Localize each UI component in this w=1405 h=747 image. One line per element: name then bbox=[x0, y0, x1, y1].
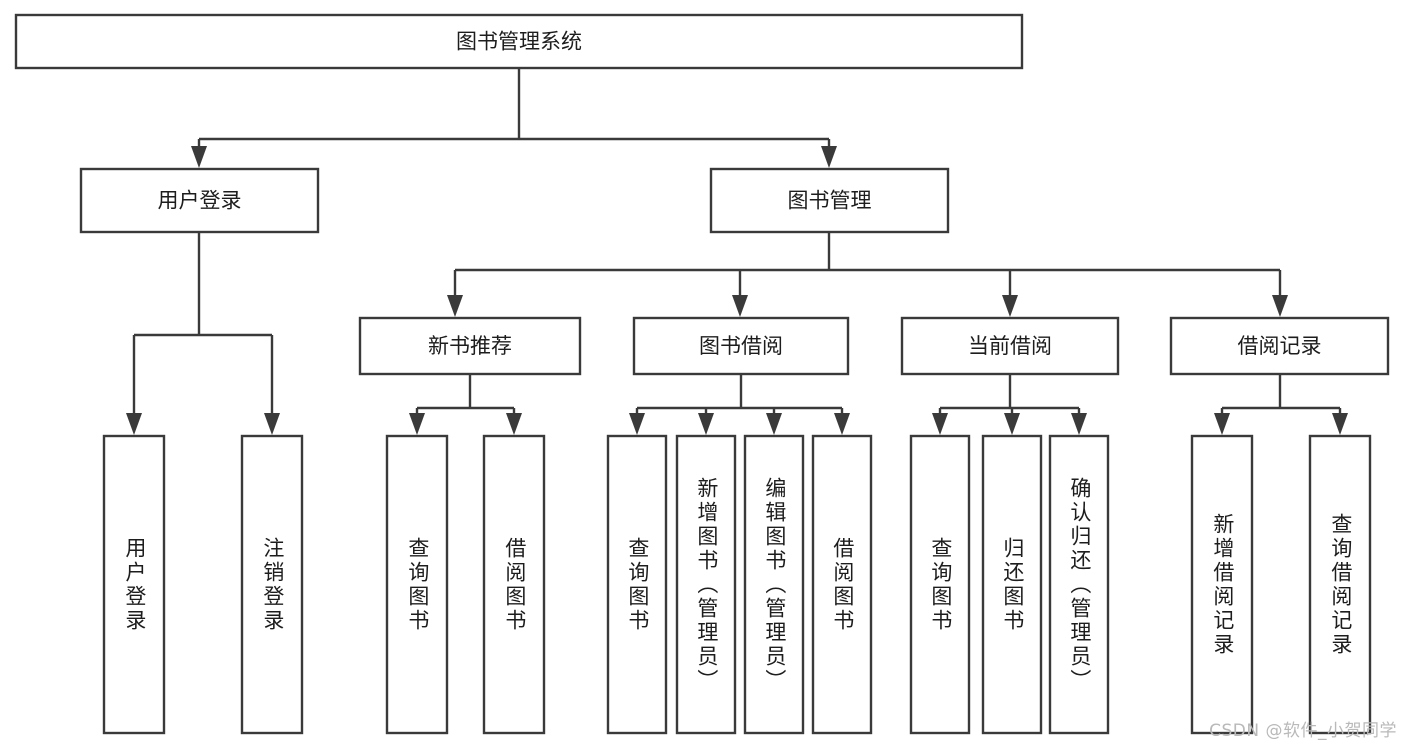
group-3-drop-0-arrow bbox=[1214, 413, 1230, 435]
group-3-drop-1-arrow bbox=[1332, 413, 1348, 435]
node-level2-0[interactable] bbox=[79, 167, 320, 234]
node-leaf-6[interactable] bbox=[743, 434, 805, 735]
group-0-drop-0-arrow bbox=[409, 413, 425, 435]
manage-drop-0-arrow bbox=[447, 295, 463, 317]
node-level3-1[interactable] bbox=[632, 316, 850, 376]
login-drop-0-arrow bbox=[126, 413, 142, 435]
root-drop-0-arrow bbox=[191, 146, 207, 168]
node-leaf-4[interactable] bbox=[606, 434, 668, 735]
node-leaf-9[interactable] bbox=[981, 434, 1043, 735]
login-drop-1-arrow bbox=[264, 413, 280, 435]
group-1-drop-3-arrow bbox=[834, 413, 850, 435]
node-leaf-2[interactable] bbox=[385, 434, 449, 735]
group-2-drop-1-arrow bbox=[1004, 413, 1020, 435]
group-2-drop-2-arrow bbox=[1071, 413, 1087, 435]
node-leaf-7[interactable] bbox=[811, 434, 873, 735]
manage-drop-1-arrow bbox=[732, 295, 748, 317]
node-level2-1[interactable] bbox=[709, 167, 950, 234]
node-leaf-10[interactable] bbox=[1048, 434, 1110, 735]
group-2-drop-0-arrow bbox=[932, 413, 948, 435]
node-leaf-8[interactable] bbox=[909, 434, 971, 735]
node-level3-3[interactable] bbox=[1169, 316, 1390, 376]
node-level3-3-label: 借阅记录 bbox=[1238, 334, 1322, 358]
group-1-drop-1-arrow bbox=[698, 413, 714, 435]
csdn-watermark: CSDN @软件_小贺同学 bbox=[1209, 721, 1397, 741]
node-level2-0-label: 用户登录 bbox=[158, 189, 242, 213]
group-0-drop-1-arrow bbox=[506, 413, 522, 435]
node-leaf-3[interactable] bbox=[482, 434, 546, 735]
node-level3-0[interactable] bbox=[358, 316, 582, 376]
node-leaf-12[interactable] bbox=[1308, 434, 1372, 735]
root-drop-1-arrow bbox=[821, 146, 837, 168]
node-level3-1-label: 图书借阅 bbox=[699, 334, 783, 358]
box-layer bbox=[14, 13, 1390, 735]
group-1-drop-2-arrow bbox=[766, 413, 782, 435]
group-1-drop-0-arrow bbox=[629, 413, 645, 435]
node-leaf-0[interactable] bbox=[102, 434, 166, 735]
node-leaf-1[interactable] bbox=[240, 434, 304, 735]
node-level2-1-label: 图书管理 bbox=[788, 189, 872, 213]
node-root-label: 图书管理系统 bbox=[456, 30, 582, 54]
node-root[interactable] bbox=[14, 13, 1024, 70]
node-leaf-5[interactable] bbox=[675, 434, 737, 735]
manage-drop-2-arrow bbox=[1002, 295, 1018, 317]
node-level3-2[interactable] bbox=[900, 316, 1120, 376]
node-level3-2-label: 当前借阅 bbox=[968, 334, 1052, 358]
connector-layer bbox=[126, 68, 1348, 435]
node-leaf-11[interactable] bbox=[1190, 434, 1254, 735]
node-level3-0-label: 新书推荐 bbox=[428, 334, 512, 358]
manage-drop-3-arrow bbox=[1272, 295, 1288, 317]
